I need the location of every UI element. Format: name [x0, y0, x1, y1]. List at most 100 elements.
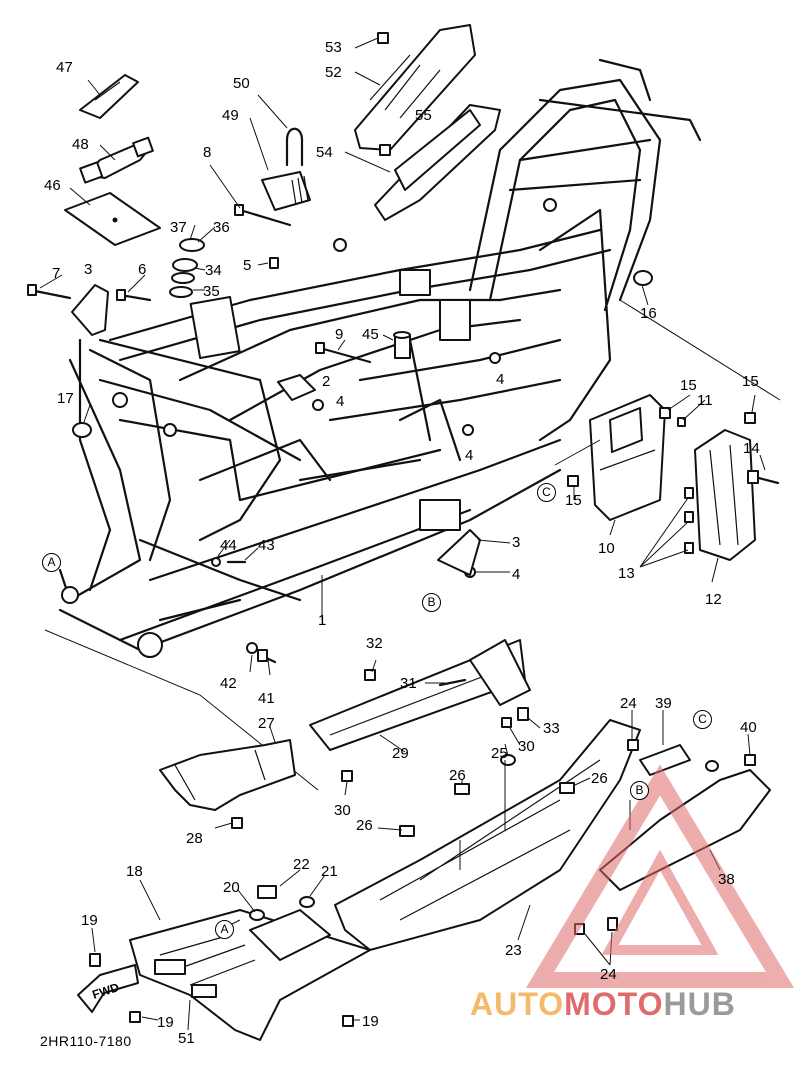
- callout-7: 7: [52, 265, 61, 282]
- bolts-top-left: [27, 204, 372, 364]
- watermark-part-2: MOTO: [564, 986, 664, 1022]
- callout-34: 34: [205, 262, 222, 279]
- clips-13: [684, 487, 694, 554]
- bolts-41-44: [211, 557, 277, 664]
- callout-21: 21: [321, 863, 338, 880]
- callout-44: 44: [220, 537, 237, 554]
- callout-19-b: 19: [157, 1014, 174, 1031]
- callout-36: 36: [213, 219, 230, 236]
- callout-4-a: 4: [336, 393, 345, 410]
- callout-42: 42: [220, 675, 237, 692]
- front-skid-18: [89, 885, 371, 1041]
- callout-8: 8: [203, 144, 212, 161]
- callout-41: 41: [258, 690, 275, 707]
- callout-47: 47: [56, 59, 73, 76]
- ref-marker-a-frame: A: [42, 553, 61, 572]
- callout-9: 9: [335, 326, 344, 343]
- callout-28: 28: [186, 830, 203, 847]
- callout-24-b: 24: [600, 966, 617, 983]
- watermark-part-1: AUTO: [470, 986, 565, 1022]
- callout-4-b: 4: [496, 371, 505, 388]
- callout-23: 23: [505, 942, 522, 959]
- callout-12: 12: [705, 591, 722, 608]
- cap-17: [72, 422, 92, 438]
- callout-55: 55: [415, 107, 432, 124]
- plate-52: [354, 24, 476, 151]
- watermark-part-3: HUB: [663, 986, 736, 1022]
- fwd-arrow-icon: [77, 964, 139, 1013]
- callout-53: 53: [325, 39, 342, 56]
- rail-29-31: [309, 639, 531, 751]
- ref-marker-a-skid: A: [215, 920, 234, 939]
- callout-35: 35: [203, 283, 220, 300]
- callout-15-b: 15: [742, 373, 759, 390]
- leader-lines: [39, 37, 781, 791]
- callout-26-a: 26: [449, 767, 466, 784]
- callout-2: 2: [322, 373, 331, 390]
- pad-47: [79, 74, 139, 119]
- ref-marker-c-guard: C: [693, 710, 712, 729]
- ref-marker-c-frame: C: [537, 483, 556, 502]
- bracket-10: [589, 394, 666, 521]
- cover-12: [694, 429, 756, 561]
- callout-19-a: 19: [81, 912, 98, 929]
- callout-14: 14: [743, 440, 760, 457]
- callout-4-c: 4: [465, 447, 474, 464]
- bolts-14-15: [567, 407, 780, 487]
- callout-24-a: 24: [620, 695, 637, 712]
- callout-15-a: 15: [680, 377, 697, 394]
- callout-38: 38: [718, 871, 735, 888]
- callout-1: 1: [318, 612, 327, 629]
- callout-17: 17: [57, 390, 74, 407]
- plate-2: [277, 374, 316, 401]
- callout-26-b: 26: [591, 770, 608, 787]
- bracket-54-55: [374, 104, 501, 221]
- callout-33: 33: [543, 720, 560, 737]
- callout-22: 22: [293, 856, 310, 873]
- watermark-text: AUTOMOTOHUB: [470, 986, 736, 1023]
- callout-3-right: 3: [512, 534, 521, 551]
- cap-16: [633, 270, 653, 286]
- callout-18: 18: [126, 863, 143, 880]
- guard-27: [159, 739, 353, 829]
- callout-5: 5: [243, 257, 252, 274]
- callout-37: 37: [170, 219, 187, 236]
- callout-46: 46: [44, 177, 61, 194]
- callout-11: 11: [697, 392, 713, 409]
- callout-20: 20: [223, 879, 240, 896]
- callout-45: 45: [362, 326, 379, 343]
- collar-45: [393, 331, 411, 359]
- callout-40: 40: [740, 719, 757, 736]
- callout-48: 48: [72, 136, 89, 153]
- ref-marker-b-guard: B: [630, 781, 649, 800]
- callout-16: 16: [640, 305, 657, 322]
- callout-30-a: 30: [518, 738, 535, 755]
- callout-30-b: 30: [334, 802, 351, 819]
- callout-32: 32: [366, 635, 383, 652]
- callout-54: 54: [316, 144, 333, 161]
- callout-25: 25: [491, 745, 508, 762]
- callout-49: 49: [222, 107, 239, 124]
- clamp-49-50: [261, 127, 311, 211]
- callout-52: 52: [325, 64, 342, 81]
- callout-27: 27: [258, 715, 275, 732]
- callout-19-c: 19: [362, 1013, 379, 1030]
- callout-50: 50: [233, 75, 250, 92]
- callout-15-c: 15: [565, 492, 582, 509]
- callout-6: 6: [138, 261, 147, 278]
- strap-48: [79, 136, 154, 184]
- callout-4-d: 4: [512, 566, 521, 583]
- callout-31: 31: [400, 675, 417, 692]
- skid-plate-23: [334, 719, 641, 951]
- callout-26-c: 26: [356, 817, 373, 834]
- sheet-46: [64, 192, 161, 246]
- bracket-3-top: [71, 284, 109, 336]
- drawing-code: 2HR110-7180: [40, 1033, 132, 1049]
- grommets-34-37: [169, 238, 205, 298]
- callout-39: 39: [655, 695, 672, 712]
- main-frame: [58, 58, 702, 658]
- ref-marker-b-frame: B: [422, 593, 441, 612]
- callout-10: 10: [598, 540, 615, 557]
- callout-29: 29: [392, 745, 409, 762]
